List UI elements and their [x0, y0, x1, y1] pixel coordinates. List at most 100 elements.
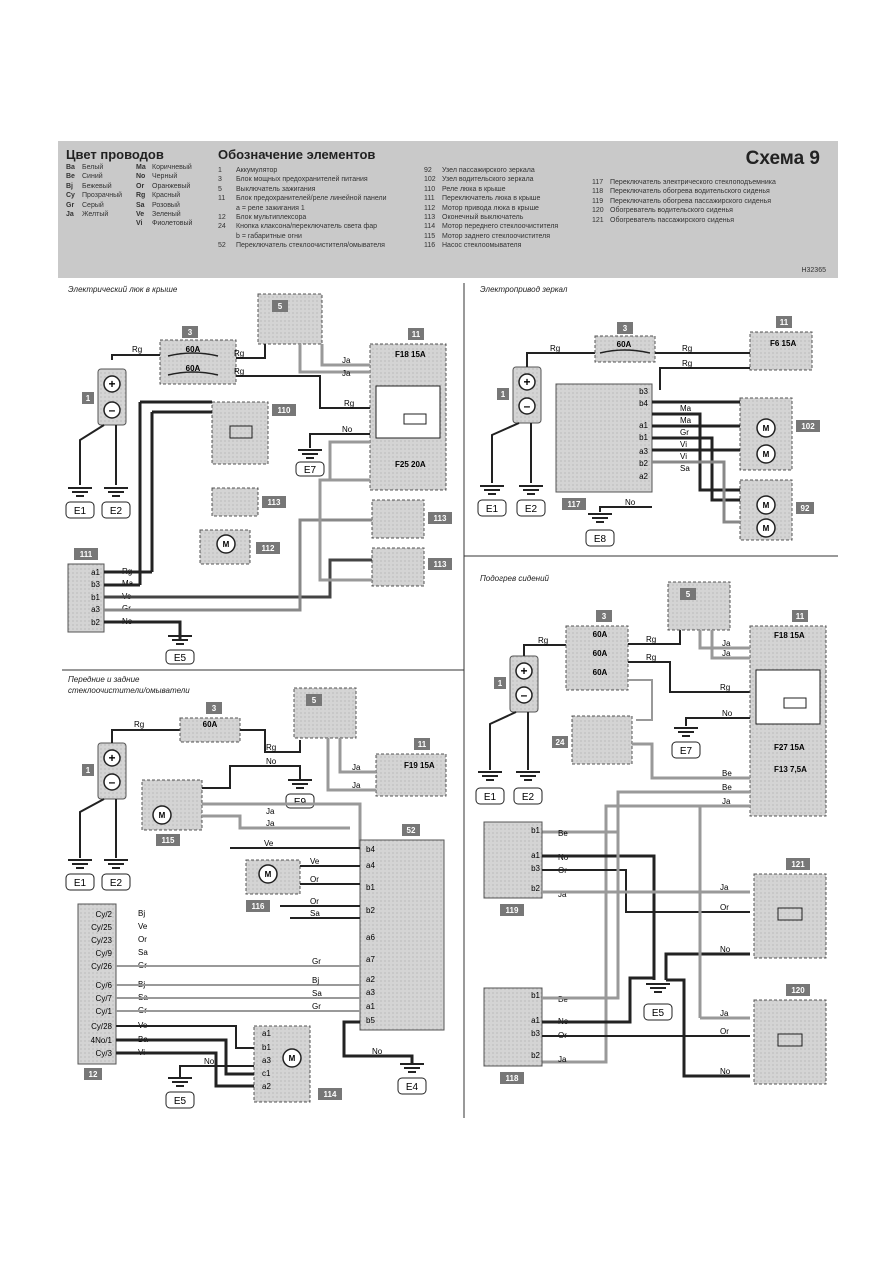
comp-tag-11 — [408, 328, 424, 340]
comp-11-label: 11 — [412, 330, 421, 339]
svg-text:Sa: Sa — [680, 464, 690, 473]
svg-text:60A: 60A — [593, 630, 608, 639]
wire-be — [542, 790, 750, 834]
svg-text:a3: a3 — [91, 605, 100, 614]
section-title-seats: Подогрев сидений — [480, 574, 549, 583]
svg-text:F18 15A: F18 15A — [774, 631, 805, 640]
wire-ja — [698, 630, 750, 650]
svg-text:c1: c1 — [262, 1069, 271, 1078]
ignition-switch-5 — [667, 581, 731, 631]
comp-111-label: 111 — [80, 550, 93, 559]
wire-ve — [116, 1025, 254, 1049]
svg-text:E8: E8 — [594, 534, 607, 545]
section-title-wipers-2: стеклоочистители/омыватели — [68, 686, 190, 695]
svg-text:Ve: Ve — [138, 922, 148, 931]
svg-text:a1: a1 — [91, 568, 100, 577]
fuse-box-3 — [179, 717, 241, 743]
wire-label-ja: Ja — [342, 369, 351, 378]
svg-text:b1: b1 — [531, 991, 540, 1000]
battery-plus-icon — [103, 375, 121, 393]
wire-vi — [116, 1051, 254, 1088]
comp-tag-11 — [414, 738, 430, 750]
svg-text:117: 117 — [568, 500, 581, 509]
svg-text:a1: a1 — [262, 1029, 271, 1038]
relay-a — [755, 669, 821, 725]
svg-text:Rg: Rg — [646, 653, 656, 662]
svg-text:Ja: Ja — [352, 781, 361, 790]
svg-text:E5: E5 — [652, 1008, 665, 1019]
ground-e2: E2 — [513, 771, 543, 805]
wire-no — [248, 765, 301, 780]
svg-text:119: 119 — [506, 906, 519, 915]
svg-text:Or: Or — [310, 875, 319, 884]
svg-text:–: – — [109, 775, 116, 789]
svg-text:Be: Be — [722, 769, 732, 778]
front-wiper-motor-114 — [253, 1025, 311, 1103]
multiplex-unit-12 — [77, 903, 117, 1065]
ground-e1: E1 — [65, 859, 95, 891]
svg-text:60A: 60A — [617, 340, 632, 349]
comp-113-label: 113 — [268, 498, 281, 507]
wire-label-rg: Rg — [132, 345, 142, 354]
switch-117-pins: b3 b4 a1 b1 a3 b2 a2 Ma Ma Gr Vi Vi Sa — [639, 387, 692, 481]
ground-e7-label: E7 — [304, 465, 317, 476]
svg-text:24: 24 — [556, 738, 565, 747]
svg-text:11: 11 — [780, 318, 789, 327]
ground-e7: E7 — [295, 449, 325, 477]
battery-minus-icon — [515, 686, 533, 704]
rear-wiper-motor-115 — [141, 779, 203, 831]
motor-icon — [152, 805, 172, 825]
svg-text:Cy/1: Cy/1 — [96, 1007, 113, 1016]
seat-switch-119 — [483, 821, 543, 899]
svg-text:Ja: Ja — [722, 797, 731, 806]
wire-no — [202, 765, 248, 789]
wire-gr — [104, 518, 372, 612]
ground-e2-label: E2 — [110, 506, 123, 517]
wire-no — [664, 952, 750, 980]
svg-text:b3: b3 — [91, 580, 100, 589]
wire-be — [542, 832, 620, 1000]
svg-text:Ma: Ma — [680, 404, 692, 413]
comp-tag-114 — [318, 1088, 342, 1100]
limit-switch-113a — [211, 487, 259, 517]
svg-text:Sa: Sa — [310, 909, 320, 918]
switch-52-pins: b4 a4 b1 b2 a6 a7 a2 a3 a1 b5 — [366, 845, 375, 1025]
svg-text:11: 11 — [796, 612, 805, 621]
comp-tag-52 — [402, 824, 420, 836]
svg-text:Ja: Ja — [558, 1055, 567, 1064]
svg-text:3: 3 — [623, 324, 628, 333]
svg-text:Ma: Ma — [680, 416, 692, 425]
svg-text:–: – — [521, 688, 528, 702]
comp-tag-110 — [272, 404, 296, 416]
svg-text:Vi: Vi — [680, 452, 687, 461]
svg-text:Or: Or — [720, 1027, 729, 1036]
wire-rg — [628, 628, 681, 645]
relay-110 — [211, 401, 269, 465]
wire-ja — [328, 440, 370, 482]
wire-no — [104, 620, 182, 640]
svg-text:Or: Or — [138, 935, 147, 944]
comp-tag-1 — [82, 392, 94, 404]
wire-ja — [202, 802, 376, 850]
svg-text:+: + — [108, 751, 115, 765]
svg-text:a1: a1 — [639, 421, 648, 430]
comp-3-label: 3 — [188, 328, 193, 337]
svg-text:F13 7,5A: F13 7,5A — [774, 765, 807, 774]
heater-element — [777, 907, 803, 921]
fuse-60a-label: 60A — [186, 364, 201, 373]
mirror-switch-117 — [555, 383, 653, 493]
svg-text:Cy/2: Cy/2 — [96, 910, 113, 919]
comp-113-label: 113 — [434, 560, 447, 569]
